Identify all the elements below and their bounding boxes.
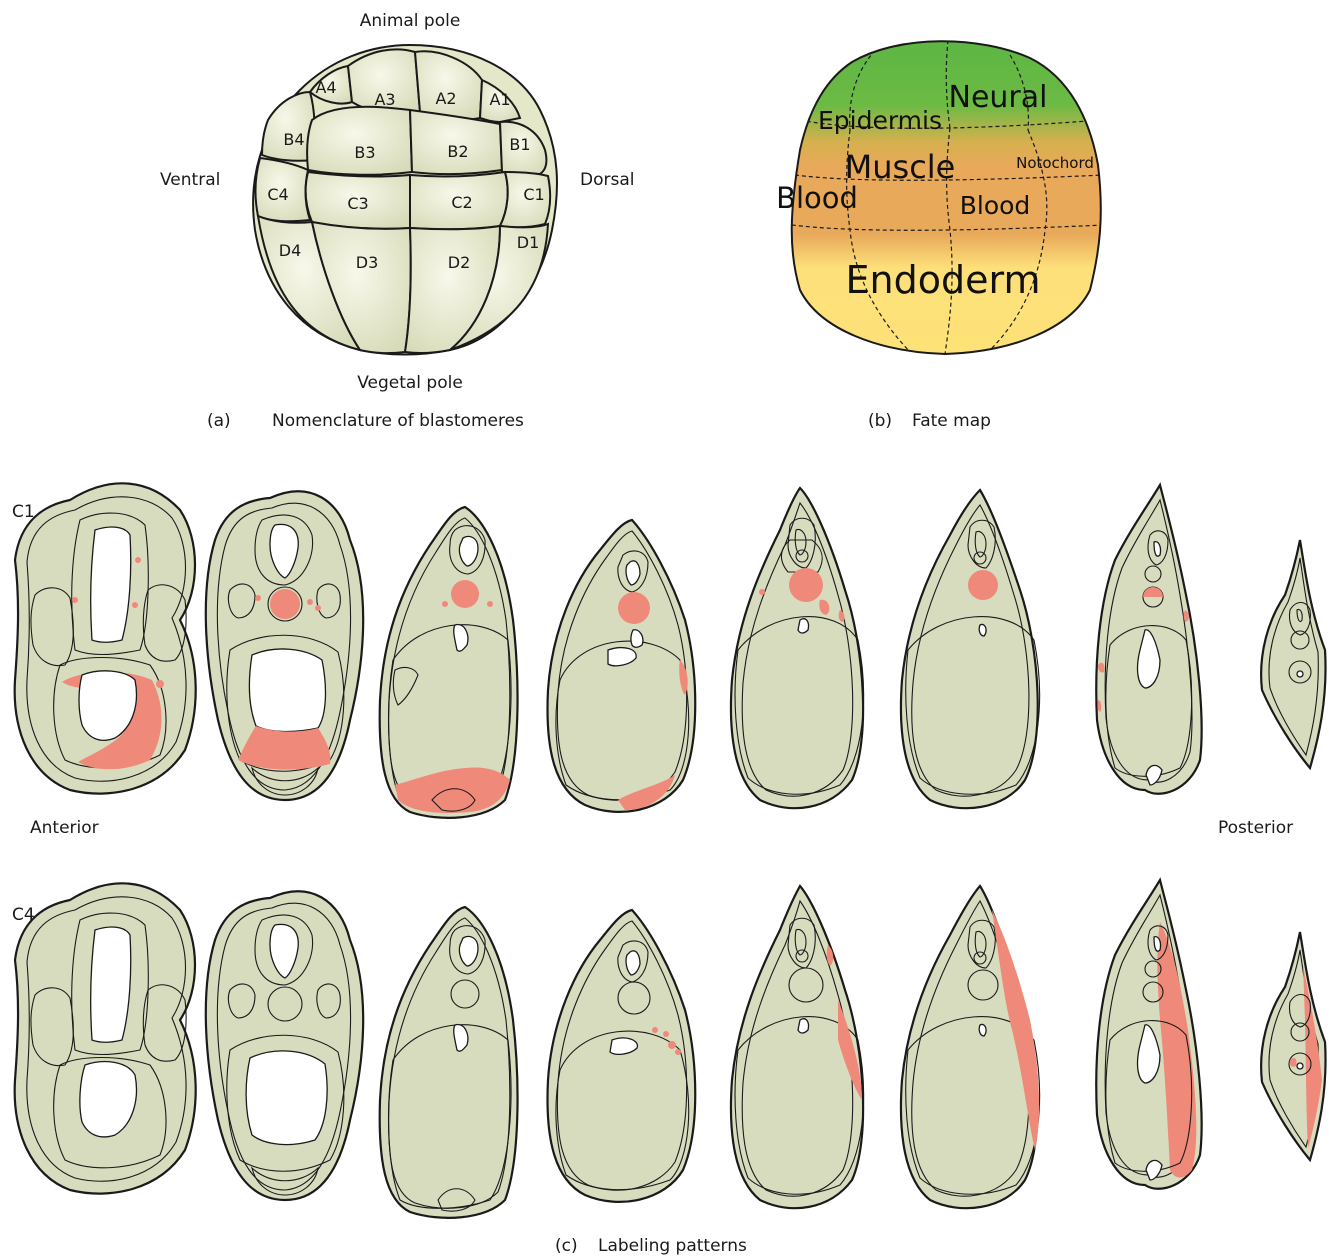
section-5-c1 xyxy=(731,488,864,808)
fate-neural: Neural xyxy=(949,80,1048,115)
cell-d2: D2 xyxy=(448,253,471,272)
cell-d1: D1 xyxy=(517,233,540,252)
section-3-c1 xyxy=(380,507,518,818)
caption-a-letter: (a) xyxy=(207,411,231,431)
dorsal-label: Dorsal xyxy=(580,170,634,190)
section-7-c4 xyxy=(1096,880,1201,1189)
caption-a: Nomenclature of blastomeres xyxy=(272,411,524,431)
fate-blood-left: Blood xyxy=(776,181,858,215)
cell-d4: D4 xyxy=(279,241,302,260)
cell-a4: A4 xyxy=(315,78,336,97)
section-8-c4 xyxy=(1261,932,1325,1160)
cell-c1: C1 xyxy=(523,185,544,204)
fate-blood-right: Blood xyxy=(960,191,1031,220)
section-6-c4 xyxy=(901,886,1040,1208)
cell-b1: B1 xyxy=(509,135,530,154)
section-4-c4 xyxy=(547,910,695,1202)
posterior-label: Posterior xyxy=(1218,818,1293,838)
cell-c2: C2 xyxy=(451,193,472,212)
section-2-c1 xyxy=(206,491,363,800)
cell-a3: A3 xyxy=(374,90,395,109)
cell-a1: A1 xyxy=(489,90,510,109)
vegetal-pole-label: Vegetal pole xyxy=(357,373,463,393)
section-1-c4 xyxy=(15,883,196,1193)
caption-c-letter: (c) xyxy=(555,1236,578,1256)
section-3-c4 xyxy=(380,907,518,1218)
section-1-c1 xyxy=(15,483,196,793)
caption-b: Fate map xyxy=(912,411,991,431)
fate-epidermis: Epidermis xyxy=(818,106,942,135)
section-4-c1 xyxy=(547,520,695,812)
section-7-c1 xyxy=(1096,485,1201,794)
caption-b-letter: (b) xyxy=(868,411,892,431)
section-2-c4 xyxy=(206,891,363,1200)
caption-c: Labeling patterns xyxy=(598,1236,747,1256)
cell-c3: C3 xyxy=(347,194,368,213)
cell-b3: B3 xyxy=(354,143,375,162)
section-5-c4 xyxy=(731,886,864,1208)
row-c4-sections xyxy=(15,880,1326,1218)
fate-endoderm: Endoderm xyxy=(846,258,1041,302)
blastomere-embryo xyxy=(253,45,557,355)
fate-notochord: Notochord xyxy=(1016,154,1094,172)
cell-b4: B4 xyxy=(283,130,304,149)
animal-pole-label: Animal pole xyxy=(360,11,461,31)
panel-c-labeling: C1 C4 Anterior Posterior xyxy=(12,483,1326,1256)
cell-a2: A2 xyxy=(435,89,456,108)
fate-muscle: Muscle xyxy=(845,148,956,186)
row-c1-sections xyxy=(15,483,1326,818)
cell-b2: B2 xyxy=(447,142,468,161)
cell-d3: D3 xyxy=(356,253,379,272)
section-6-c1 xyxy=(901,490,1040,808)
cell-c4: C4 xyxy=(267,185,288,204)
panel-a-blastomeres: Animal pole Ventral Dorsal Vegetal pole xyxy=(160,11,634,431)
anterior-label: Anterior xyxy=(30,818,99,838)
section-8-c1 xyxy=(1261,540,1325,768)
panel-b-fate-map: Neural Epidermis Muscle Notochord Blood … xyxy=(776,30,1120,431)
ventral-label: Ventral xyxy=(160,170,220,190)
